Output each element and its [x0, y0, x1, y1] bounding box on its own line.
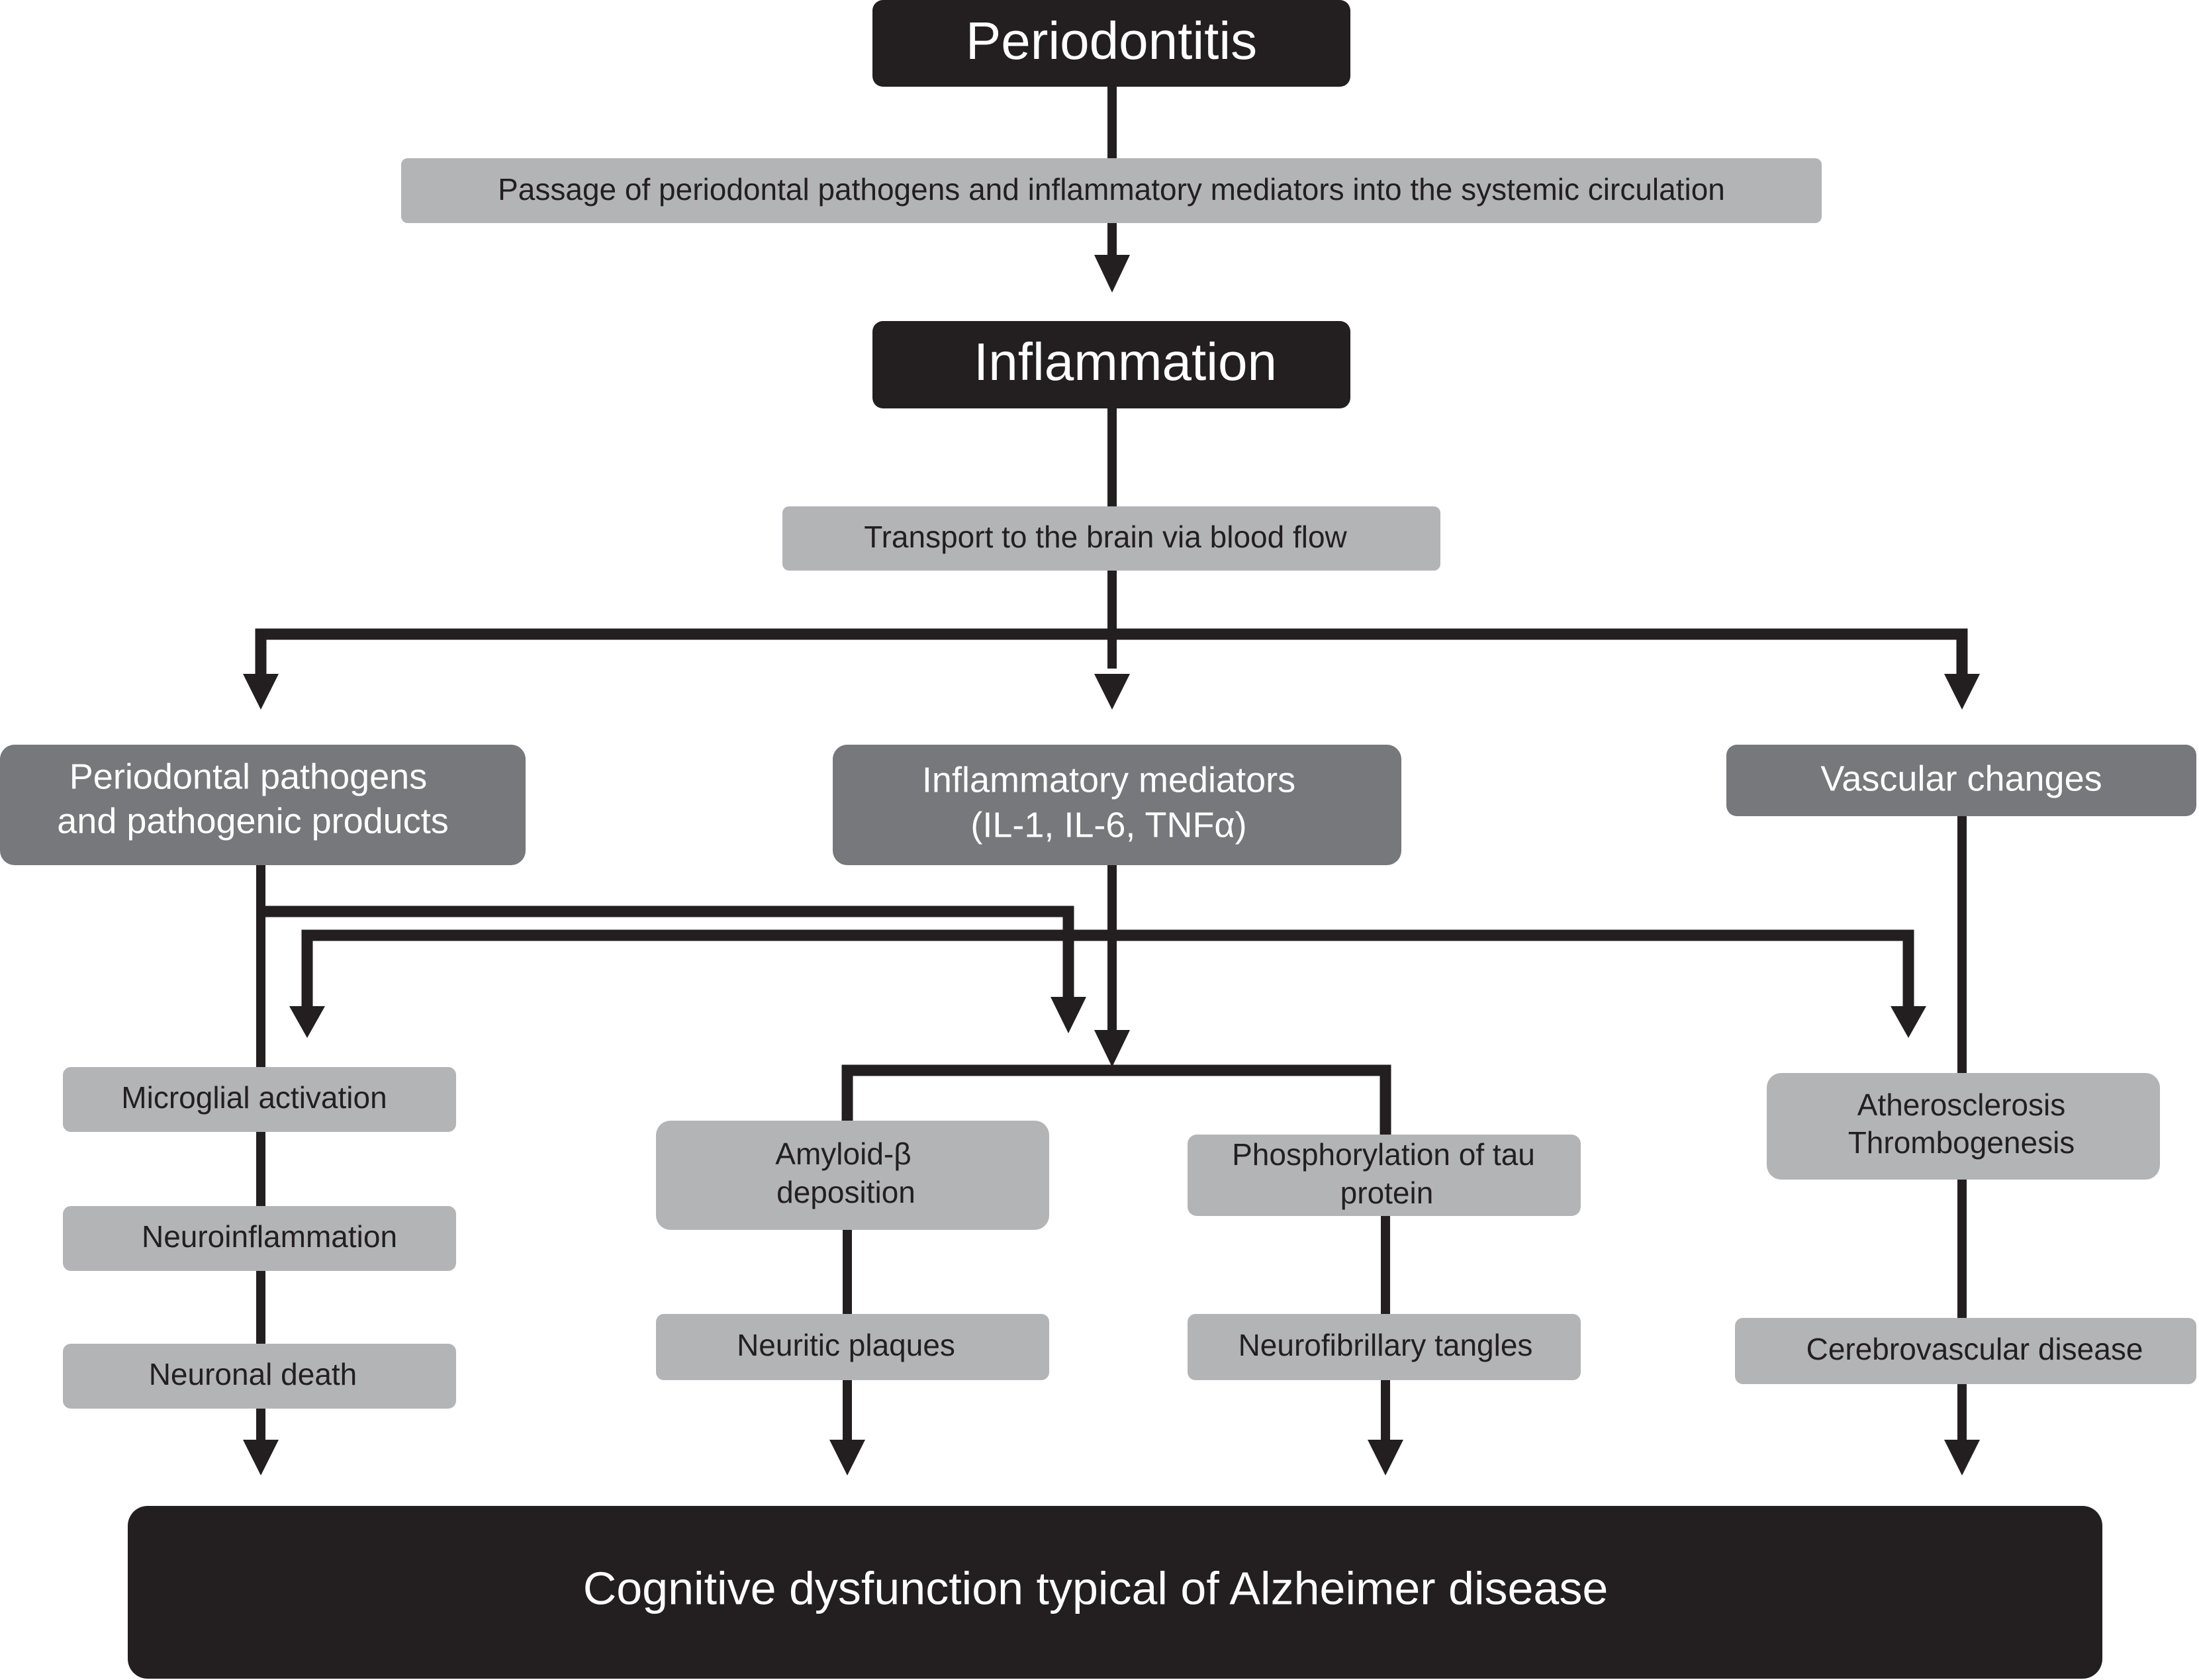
arrowhead-left-to-outcome	[243, 1440, 279, 1475]
neuronal-death-box	[63, 1344, 456, 1409]
transport-label: Transport to the brain via blood flow	[864, 520, 1347, 554]
neuronal-death-label: Neuronal death	[149, 1357, 357, 1391]
arrowhead-vascular-to-outcome	[1944, 1440, 1980, 1475]
node-periodontitis: Periodontitis	[872, 0, 1350, 87]
outcome-label: Cognitive dysfunction typical of Alzheim…	[583, 1562, 1609, 1614]
tangles-box	[1188, 1314, 1581, 1380]
amyloid-label-line2: deposition	[776, 1175, 915, 1209]
arrowhead-to-microglial	[289, 1006, 325, 1038]
arrowhead-to-pathogens	[243, 674, 279, 710]
inflammation-label: Inflammation	[974, 332, 1277, 391]
node-tangles: Neurofibrillary tangles	[1188, 1314, 1581, 1380]
arrowhead-mediators-to-split	[1094, 1030, 1130, 1067]
inflammation-box	[872, 321, 1350, 408]
arrowhead-to-inflammation	[1094, 255, 1130, 293]
atherosclerosis-label-line2: Thrombogenesis	[1848, 1125, 2075, 1160]
periodontitis-label: Periodontitis	[966, 11, 1257, 70]
branch-bar-top	[255, 628, 1968, 674]
amyloid-label-line1: Amyloid-β	[775, 1137, 911, 1171]
node-neuronal-death: Neuronal death	[63, 1344, 456, 1409]
cerebrovascular-box	[1735, 1318, 2196, 1384]
neuritic-box	[656, 1314, 1049, 1380]
periodontitis-box	[872, 0, 1350, 87]
node-inflammation: Inflammation	[872, 321, 1350, 408]
pathogens-label-line2: and pathogenic products	[57, 801, 448, 841]
node-outcome: Cognitive dysfunction typical of Alzheim…	[128, 1506, 2102, 1679]
node-passage: Passage of periodontal pathogens and inf…	[401, 158, 1822, 223]
neuroinflammation-box	[63, 1206, 456, 1271]
outcome-box	[128, 1506, 2102, 1679]
connectors	[243, 87, 1980, 1475]
node-transport: Transport to the brain via blood flow	[782, 506, 1440, 571]
arrowhead-neuritic-to-outcome	[829, 1440, 865, 1475]
node-vascular: Vascular changes	[1726, 745, 2196, 816]
arrowhead-to-vascular	[1944, 674, 1980, 710]
node-neuroinflammation: Neuroinflammation	[63, 1206, 456, 1271]
vascular-label: Vascular changes	[1820, 759, 2102, 798]
transport-box	[782, 506, 1440, 571]
node-pathogens: Periodontal pathogens and pathogenic pro…	[0, 745, 526, 865]
node-atherosclerosis: Atherosclerosis Thrombogenesis	[1767, 1073, 2160, 1180]
vascular-box	[1726, 745, 2196, 816]
neuritic-label: Neuritic plaques	[737, 1328, 955, 1362]
arrowhead-pathogens-to-split	[1051, 997, 1086, 1033]
mediators-label-line2: (IL-1, IL-6, TNFα)	[970, 805, 1246, 845]
node-neuritic: Neuritic plaques	[656, 1314, 1049, 1380]
split-bar	[841, 1064, 1391, 1135]
tangles-label: Neurofibrillary tangles	[1239, 1328, 1533, 1362]
neuroinflammation-label: Neuroinflammation	[142, 1219, 397, 1254]
amyloid-box	[656, 1121, 1049, 1230]
connector-pathogens-to-split	[261, 906, 1074, 997]
atherosclerosis-box	[1767, 1073, 2160, 1180]
passage-label: Passage of periodontal pathogens and inf…	[498, 172, 1725, 207]
tau-label-line2: protein	[1340, 1176, 1434, 1210]
node-cerebrovascular: Cerebrovascular disease	[1735, 1318, 2196, 1384]
microglial-box	[63, 1067, 456, 1132]
mediators-box	[833, 745, 1401, 865]
pathogens-label-line1: Periodontal pathogens	[70, 757, 427, 796]
arrowhead-to-mediators	[1094, 674, 1130, 710]
tau-label-line1: Phosphorylation of tau	[1232, 1137, 1535, 1172]
node-amyloid: Amyloid-β deposition	[656, 1121, 1049, 1230]
atherosclerosis-label-line1: Atherosclerosis	[1857, 1088, 2065, 1122]
mediators-label-line1: Inflammatory mediators	[922, 760, 1295, 800]
microglial-label: Microglial activation	[121, 1080, 387, 1115]
arrowhead-tangles-to-outcome	[1368, 1440, 1403, 1475]
node-mediators: Inflammatory mediators (IL-1, IL-6, TNFα…	[833, 745, 1401, 865]
tau-box	[1188, 1135, 1581, 1216]
passage-box	[401, 158, 1822, 223]
cerebrovascular-label: Cerebrovascular disease	[1806, 1332, 2143, 1366]
arrowhead-to-atherosclerosis	[1891, 1006, 1926, 1038]
node-microglial: Microglial activation	[63, 1067, 456, 1132]
pathogens-box	[0, 745, 526, 865]
node-tau: Phosphorylation of tau protein	[1188, 1135, 1581, 1216]
